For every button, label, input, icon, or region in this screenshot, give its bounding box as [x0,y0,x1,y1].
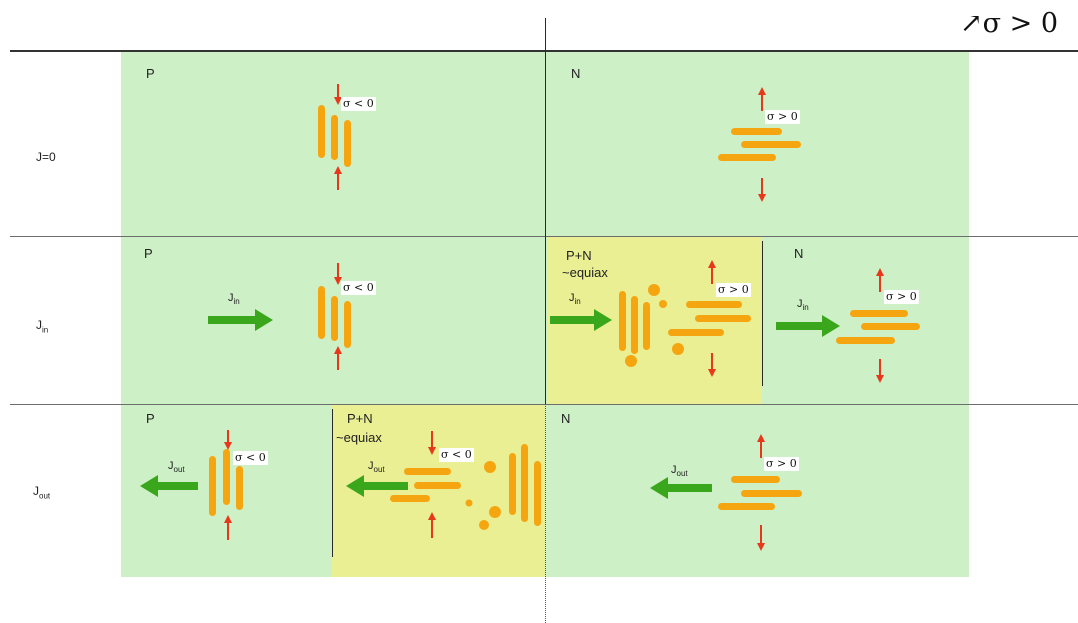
row-label-j0: J=0 [36,150,56,164]
phase-label: ~equiax [562,265,608,280]
equiax-boundary-row2 [762,241,763,386]
stress-sign-label: σ > 0 [884,290,919,304]
stress-sign-label: σ < 0 [341,281,376,295]
phase-label: N [794,246,804,261]
row-divider-1 [10,236,1078,237]
stress-sign-label: σ < 0 [439,448,474,462]
phase-label: N [561,411,571,426]
row-divider-2 [10,404,1078,405]
phase-label: P [146,411,155,426]
flux-arrow-left [140,475,198,497]
flux-arrow-left [346,475,408,497]
flux-arrow-right [776,315,840,337]
grain-cluster-vertical [318,286,351,348]
stress-sign-label: σ > 0 [765,110,800,124]
stress-sign-label: σ < 0 [341,97,376,111]
phase-label: P+N [347,411,373,426]
flux-label: Jin [569,292,581,307]
phase-label: ~equiax [336,430,382,445]
flux-label: Jout [168,460,185,475]
equiax-boundary-row3 [332,409,333,557]
grain-cluster-horizontal [718,476,802,510]
sigma-positive-direction-label: ↗σ > 0 [960,8,1059,39]
flux-arrow-left [650,477,712,499]
stress-sign-label: σ > 0 [716,283,751,297]
stress-sign-label: σ > 0 [764,457,799,471]
phase-label: P [144,246,153,261]
phase-label: P [146,66,155,81]
grain-cluster-mixed [390,444,541,530]
grain-cluster-horizontal [836,310,920,344]
row-label-jin: Jin [36,318,49,335]
row-label-jout: Jout [33,484,51,501]
flux-arrow-right [208,309,273,331]
top-rule [10,50,1078,52]
flux-arrow-right [550,309,612,331]
grain-cluster-horizontal [718,128,801,161]
phase-label: N [571,66,581,81]
flux-label: Jout [671,464,688,479]
flux-label: Jout [368,460,385,475]
flux-label: Jin [797,298,809,313]
phase-label: P+N [566,248,592,263]
stress-sign-label: σ < 0 [233,451,268,465]
center-divider [545,18,546,404]
grain-cluster-mixed [619,284,751,367]
center-divider-dotted [545,404,546,623]
grain-cluster-vertical [209,449,243,516]
flux-label: Jin [228,292,240,307]
grain-cluster-vertical [318,105,351,167]
